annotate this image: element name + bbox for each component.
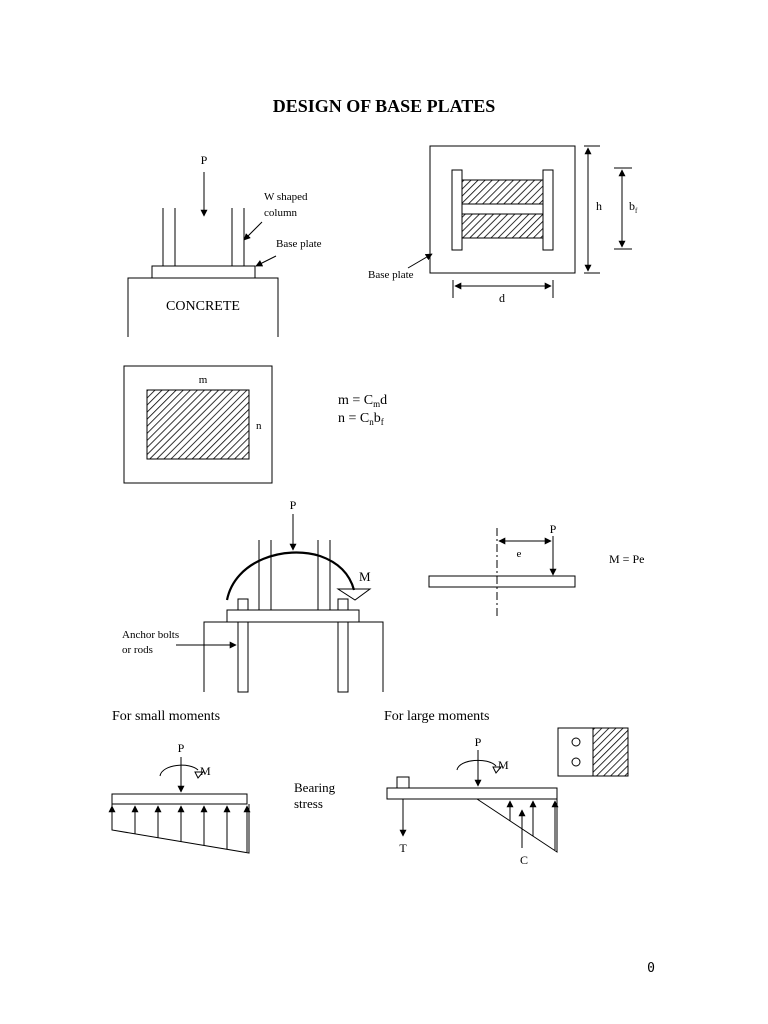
n-label: n [256, 420, 262, 432]
moment-label: M [359, 569, 371, 584]
concrete-label: CONCRETE [166, 299, 240, 314]
large-moments-heading: For large moments [384, 709, 490, 724]
d-label: d [499, 291, 505, 305]
moment-arrowhead [492, 766, 503, 774]
column-flange [542, 169, 554, 251]
concrete-edge [203, 621, 227, 692]
load-label: P [178, 741, 185, 755]
base-plate [111, 793, 248, 805]
large-moment-diagram [386, 727, 629, 853]
page-title: DESIGN OF BASE PLATES [273, 96, 496, 116]
load-label: P [290, 498, 297, 512]
e-label: e [517, 548, 522, 560]
bearing-stress-diagram [476, 798, 558, 853]
base-plate [151, 265, 256, 279]
column-label: W shaped [264, 191, 308, 203]
column-flange [451, 169, 463, 251]
bearing-label: Bearing [294, 780, 336, 795]
moment-equation: M = Pe [609, 552, 644, 566]
anchor-label: Anchor bolts [122, 629, 179, 641]
leader-arrow [407, 253, 433, 269]
moment-arc [456, 759, 497, 771]
equation-n: n = Cnbf [338, 411, 384, 427]
hatched-area [592, 727, 629, 777]
base-plate [428, 575, 576, 588]
moment-arc [159, 764, 199, 777]
bearing-label: stress [294, 796, 323, 811]
m-label: m [199, 374, 208, 386]
concrete-edge [359, 621, 384, 692]
load-label: P [201, 153, 208, 167]
moment-arc [225, 551, 356, 601]
bolt-nut [337, 598, 349, 611]
concrete-pedestal [127, 277, 279, 337]
hatched-area [461, 213, 544, 239]
small-moment-diagram [108, 757, 251, 854]
base-plate [386, 787, 558, 800]
baseplate-label: Base plate [368, 269, 414, 281]
hatched-area [146, 389, 250, 460]
base-plate-plan-diagram [407, 145, 632, 298]
anchor-label: or rods [122, 644, 153, 656]
compression-label: C [520, 853, 528, 867]
bf-label: bf [629, 199, 638, 215]
leader-arrow [255, 255, 277, 267]
moment-arrowhead [194, 771, 205, 779]
base-plate [226, 609, 360, 623]
hatched-area [461, 179, 544, 205]
anchor-bolt-diagram [176, 514, 384, 693]
small-moments-heading: For small moments [112, 709, 220, 724]
plate-dimension-diagram [123, 365, 273, 484]
column-label: column [264, 207, 297, 219]
bolt-hole [571, 737, 581, 747]
bolt-nut [237, 598, 249, 611]
bolt-hole [571, 757, 581, 767]
bolt-nut [396, 776, 410, 789]
equation-m: m = Cmd [338, 393, 387, 409]
moment-label: M [498, 758, 509, 772]
leader-arrow [243, 221, 263, 241]
eccentricity-diagram [428, 528, 576, 618]
load-label: P [475, 735, 482, 749]
moment-arrowhead [336, 588, 372, 601]
tension-label: T [399, 841, 407, 855]
column-elevation-diagram [127, 172, 279, 337]
anchor-bolt [237, 621, 249, 693]
baseplate-label: Base plate [276, 238, 322, 250]
anchor-bolt [337, 621, 349, 693]
page-number: 0 [647, 961, 655, 976]
moment-label: M [200, 764, 211, 778]
load-label: P [550, 522, 557, 536]
h-label: h [596, 199, 602, 213]
